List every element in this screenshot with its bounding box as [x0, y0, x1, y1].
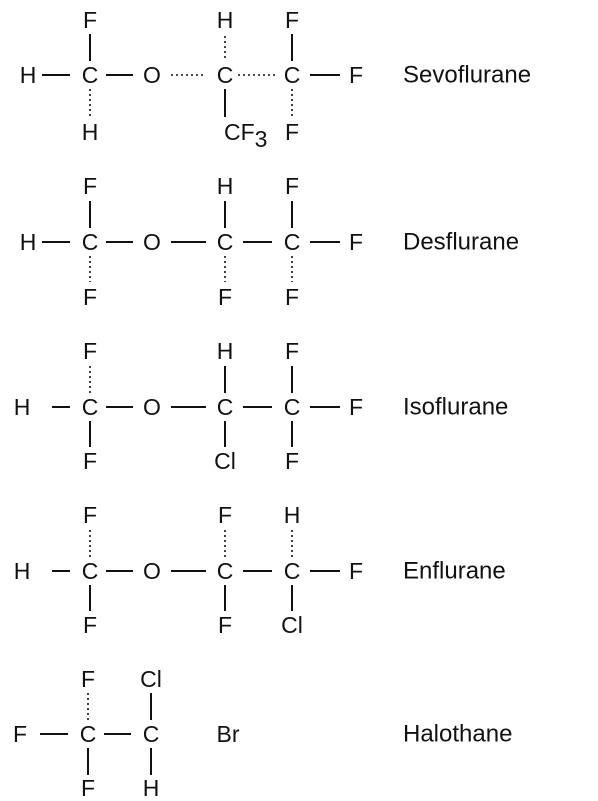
- atom-label: Cl: [214, 448, 236, 474]
- atom-label: Br: [217, 721, 240, 747]
- atom-label: F: [285, 338, 299, 364]
- atom-label: O: [143, 229, 161, 255]
- atom-label: H: [143, 775, 160, 801]
- atom-label: F: [83, 284, 97, 310]
- atom-label: C: [217, 229, 234, 255]
- atom-label: Cl: [140, 666, 162, 692]
- atom-label: C: [217, 558, 234, 584]
- atom-label: F: [218, 284, 232, 310]
- atom-label: F: [81, 666, 95, 692]
- atom-label: H: [284, 502, 301, 528]
- atom-label: F: [349, 229, 363, 255]
- atom-label: C: [217, 394, 234, 420]
- molecule-name: Desflurane: [403, 229, 519, 256]
- atom-label: C: [80, 721, 97, 747]
- molecule-desflurane: H C F F O C H F C F F F Desflurane: [20, 173, 519, 310]
- atom-label: CF: [224, 119, 255, 145]
- atom-label: H: [14, 394, 31, 420]
- atom-label: F: [349, 394, 363, 420]
- atom-label: F: [83, 338, 97, 364]
- atom-label: F: [285, 7, 299, 33]
- atom-label: F: [349, 558, 363, 584]
- atom-label: F: [285, 284, 299, 310]
- atom-label: H: [82, 119, 99, 145]
- atom-label: C: [284, 558, 301, 584]
- atom-label: F: [218, 612, 232, 638]
- molecule-name: Enflurane: [403, 558, 506, 585]
- subscript: 3: [255, 126, 268, 152]
- molecule-sevoflurane: H C F H O C H CF3 C F F F Sevoflurane: [20, 7, 531, 152]
- atom-label: H: [217, 173, 234, 199]
- atom-label: C: [217, 62, 234, 88]
- atom-label: C: [143, 721, 160, 747]
- atom-label: O: [143, 394, 161, 420]
- molecule-name: Sevoflurane: [403, 62, 531, 89]
- atom-label: F: [83, 173, 97, 199]
- atom-label: C: [82, 229, 99, 255]
- atom-label: F: [13, 721, 27, 747]
- atom-label: H: [14, 558, 31, 584]
- atom-label: F: [218, 502, 232, 528]
- atom-label: O: [143, 558, 161, 584]
- atom-label: C: [82, 62, 99, 88]
- atom-label: C: [284, 394, 301, 420]
- atom-label: C: [82, 394, 99, 420]
- molecule-halothane: F C F F C Cl H Br Halothane: [13, 666, 512, 801]
- atom-label: F: [83, 612, 97, 638]
- molecule-name: Halothane: [403, 721, 512, 748]
- molecule-name: Isoflurane: [403, 394, 508, 421]
- molecule-isoflurane: H C F F O C H Cl C F F F Isoflurane: [14, 338, 509, 474]
- atom-label: F: [349, 62, 363, 88]
- atom-label: F: [285, 173, 299, 199]
- atom-label: H: [217, 7, 234, 33]
- atom-label: O: [143, 62, 161, 88]
- molecule-enflurane: H C F F O C F F C H Cl F Enflurane: [14, 502, 506, 638]
- atom-label: F: [83, 448, 97, 474]
- atom-label: C: [284, 229, 301, 255]
- atom-label: H: [20, 62, 37, 88]
- atom-label: F: [285, 119, 299, 145]
- atom-label: F: [83, 7, 97, 33]
- atom-label: H: [217, 338, 234, 364]
- atom-label: CF3: [224, 119, 267, 152]
- atom-label: F: [83, 502, 97, 528]
- atom-label: F: [81, 775, 95, 801]
- atom-label: Cl: [281, 612, 303, 638]
- atom-label: F: [285, 448, 299, 474]
- atom-label: C: [82, 558, 99, 584]
- atom-label: C: [284, 62, 301, 88]
- atom-label: H: [20, 229, 37, 255]
